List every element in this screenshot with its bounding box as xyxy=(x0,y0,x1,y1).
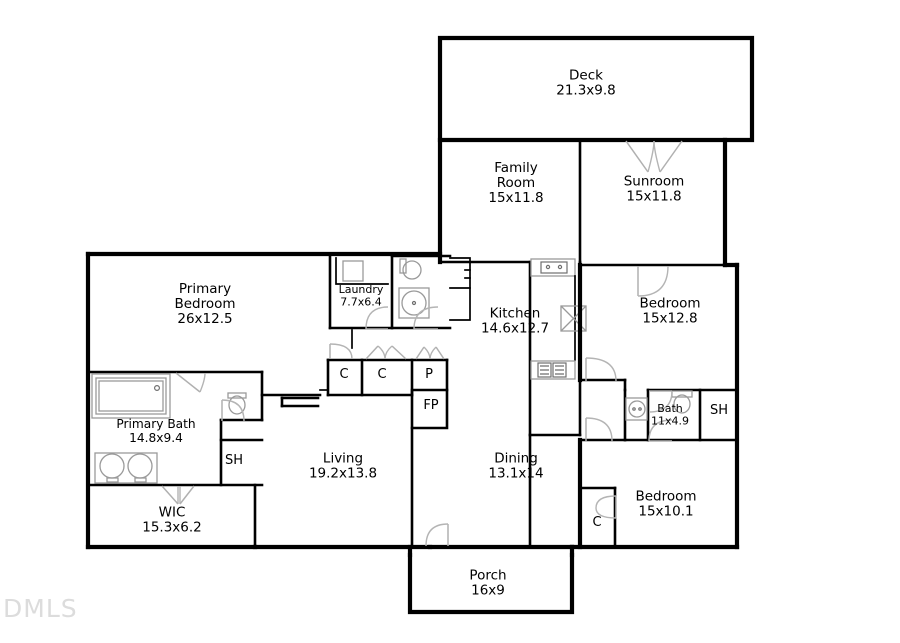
room-label-line: Dining xyxy=(494,451,538,467)
room-label-line: 7.7x6.4 xyxy=(340,296,382,309)
kitchen-range xyxy=(530,360,576,380)
kitchen-dishwasher xyxy=(560,305,587,332)
room-label-line: Bath xyxy=(657,402,683,415)
room-label-line: 15x11.8 xyxy=(488,190,543,206)
room-deck xyxy=(437,35,755,143)
primary-bath-tub xyxy=(91,373,171,419)
room-label-line: Primary xyxy=(179,281,231,297)
door-deck-to-sunroom xyxy=(625,140,683,173)
room-label-line: Sunroom xyxy=(624,174,685,190)
room-label-line: 11x4.9 xyxy=(651,415,689,428)
label-closet_1: C xyxy=(339,367,348,382)
room-kitchen xyxy=(528,258,587,437)
room-porch xyxy=(407,523,575,615)
room-bedroom-2 xyxy=(577,262,740,550)
room-laundry xyxy=(328,254,394,349)
label-pantry: P xyxy=(425,367,433,382)
room-label-layer: Deck21.3x9.8FamilyRoom15x11.8Sunroom15x1… xyxy=(116,68,700,599)
room-label-line: Family xyxy=(494,160,537,176)
powder-toilet xyxy=(399,258,422,280)
room-label-line: 15x10.1 xyxy=(638,504,693,520)
room-label-line: 14.8x9.4 xyxy=(129,431,183,445)
room-label-line: 15x12.8 xyxy=(642,311,697,327)
mls-watermark: DMLS xyxy=(3,594,78,623)
room-label-line: Bedroom xyxy=(174,296,235,312)
door-laundry xyxy=(365,306,389,330)
door-bedroom3 xyxy=(585,417,613,442)
room-label-line: 15.3x6.2 xyxy=(142,520,202,536)
room-label-line: Living xyxy=(323,451,363,467)
room-label-line: 26x12.5 xyxy=(177,311,232,327)
label-fireplace: FP xyxy=(423,398,438,413)
room-label-line: Primary Bath xyxy=(116,417,195,431)
room-label-line: 16x9 xyxy=(471,583,505,599)
door-hall-bath xyxy=(648,390,673,413)
room-primary-bedroom xyxy=(85,251,443,550)
room-label-line: Bedroom xyxy=(635,489,696,505)
label-closet_bedroom3: C xyxy=(592,515,601,530)
door-primary-wc xyxy=(221,399,245,422)
room-living xyxy=(252,343,449,550)
primary-bath-vanity xyxy=(94,452,158,484)
room-label-line: WIC xyxy=(159,505,186,521)
door-sunroom-to-bedroom2 xyxy=(637,265,669,297)
room-label-line: 14.6x12.7 xyxy=(481,321,549,337)
primary-wc-toilet xyxy=(227,392,247,415)
door-porch xyxy=(425,523,449,547)
room-label-line: Bedroom xyxy=(639,296,700,312)
room-label-line: Kitchen xyxy=(490,306,541,322)
powder-dryer xyxy=(398,287,430,319)
label-closet_2: C xyxy=(377,367,386,382)
door-pantry xyxy=(415,346,445,360)
door-closet-2 xyxy=(365,345,407,360)
room-primary-bath xyxy=(86,373,264,505)
room-bedroom-3 xyxy=(569,417,740,550)
door-powder xyxy=(413,306,439,330)
room-powder xyxy=(390,254,471,330)
room-hall-bath xyxy=(623,388,739,442)
room-label-line: 13.1x14 xyxy=(488,466,543,482)
door-primary-bedroom xyxy=(175,372,206,393)
room-sunroom xyxy=(578,137,728,297)
door-wic xyxy=(161,485,195,505)
door-bedroom3-closet xyxy=(595,495,617,519)
door-closet-1 xyxy=(329,343,353,360)
hall-bath-sink xyxy=(625,397,648,421)
kitchen-sink xyxy=(530,258,576,277)
room-label-line: 15x11.8 xyxy=(626,189,681,205)
room-label-line: Deck xyxy=(569,68,603,84)
room-wic xyxy=(85,483,258,550)
room-family-room xyxy=(437,137,582,265)
room-label-line: Laundry xyxy=(339,283,384,296)
room-label-line: Porch xyxy=(469,568,506,584)
door-bedroom2-closet xyxy=(585,357,617,382)
room-dining xyxy=(427,433,575,550)
laundry-counter xyxy=(342,260,364,282)
small-label-layer: C C P FP SH SH C xyxy=(225,367,728,530)
fireplace-box xyxy=(410,388,449,430)
label-shower_primary: SH xyxy=(225,453,243,468)
room-label-line: 19.2x13.8 xyxy=(309,466,377,482)
room-label-line: 21.3x9.8 xyxy=(556,83,616,99)
door-hall-bath-lower xyxy=(648,419,673,442)
label-shower_hall: SH xyxy=(710,403,728,418)
room-label-line: Room xyxy=(497,175,535,191)
